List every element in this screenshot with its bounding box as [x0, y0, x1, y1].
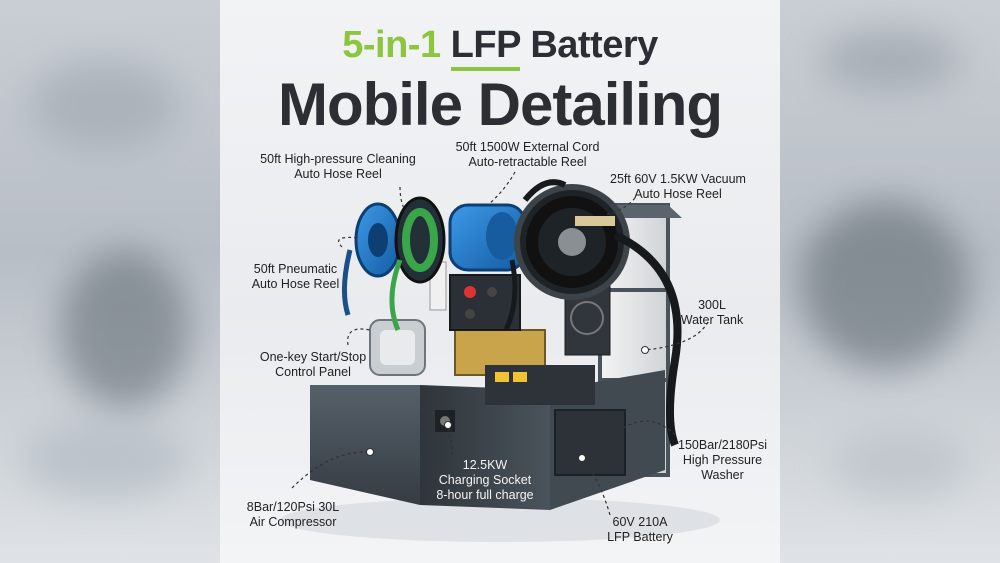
blurred-background-right: [780, 0, 1000, 563]
detailing-machine-illustration: [280, 171, 720, 542]
headline-mobile-detailing: Mobile Detailing: [277, 71, 723, 138]
headline-5in1: 5-in-1: [342, 24, 441, 66]
lfp-battery-door: [554, 409, 626, 476]
product-poster: 5-in-1 LFP Battery Mobile Detailing: [220, 0, 780, 563]
blurred-background-left: [0, 0, 220, 563]
headline-battery: Battery: [530, 24, 658, 66]
headline-lfp: LFP: [450, 24, 521, 71]
air-compressor-cabinet: [310, 385, 420, 505]
pressure-washer-motor: [485, 365, 595, 405]
floor-shadow: [280, 498, 720, 542]
vacuum-hose: [613, 231, 682, 447]
headline-top: 5-in-1 LFP Battery: [220, 24, 780, 71]
